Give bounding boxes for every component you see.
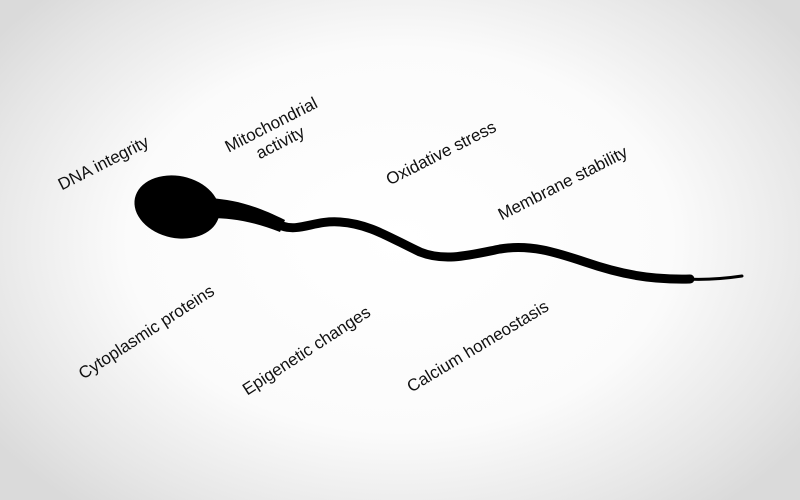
sperm-tail-end xyxy=(683,274,744,281)
sperm-tail xyxy=(277,217,695,284)
sperm-head xyxy=(134,175,220,239)
sperm-midpiece xyxy=(210,198,285,232)
